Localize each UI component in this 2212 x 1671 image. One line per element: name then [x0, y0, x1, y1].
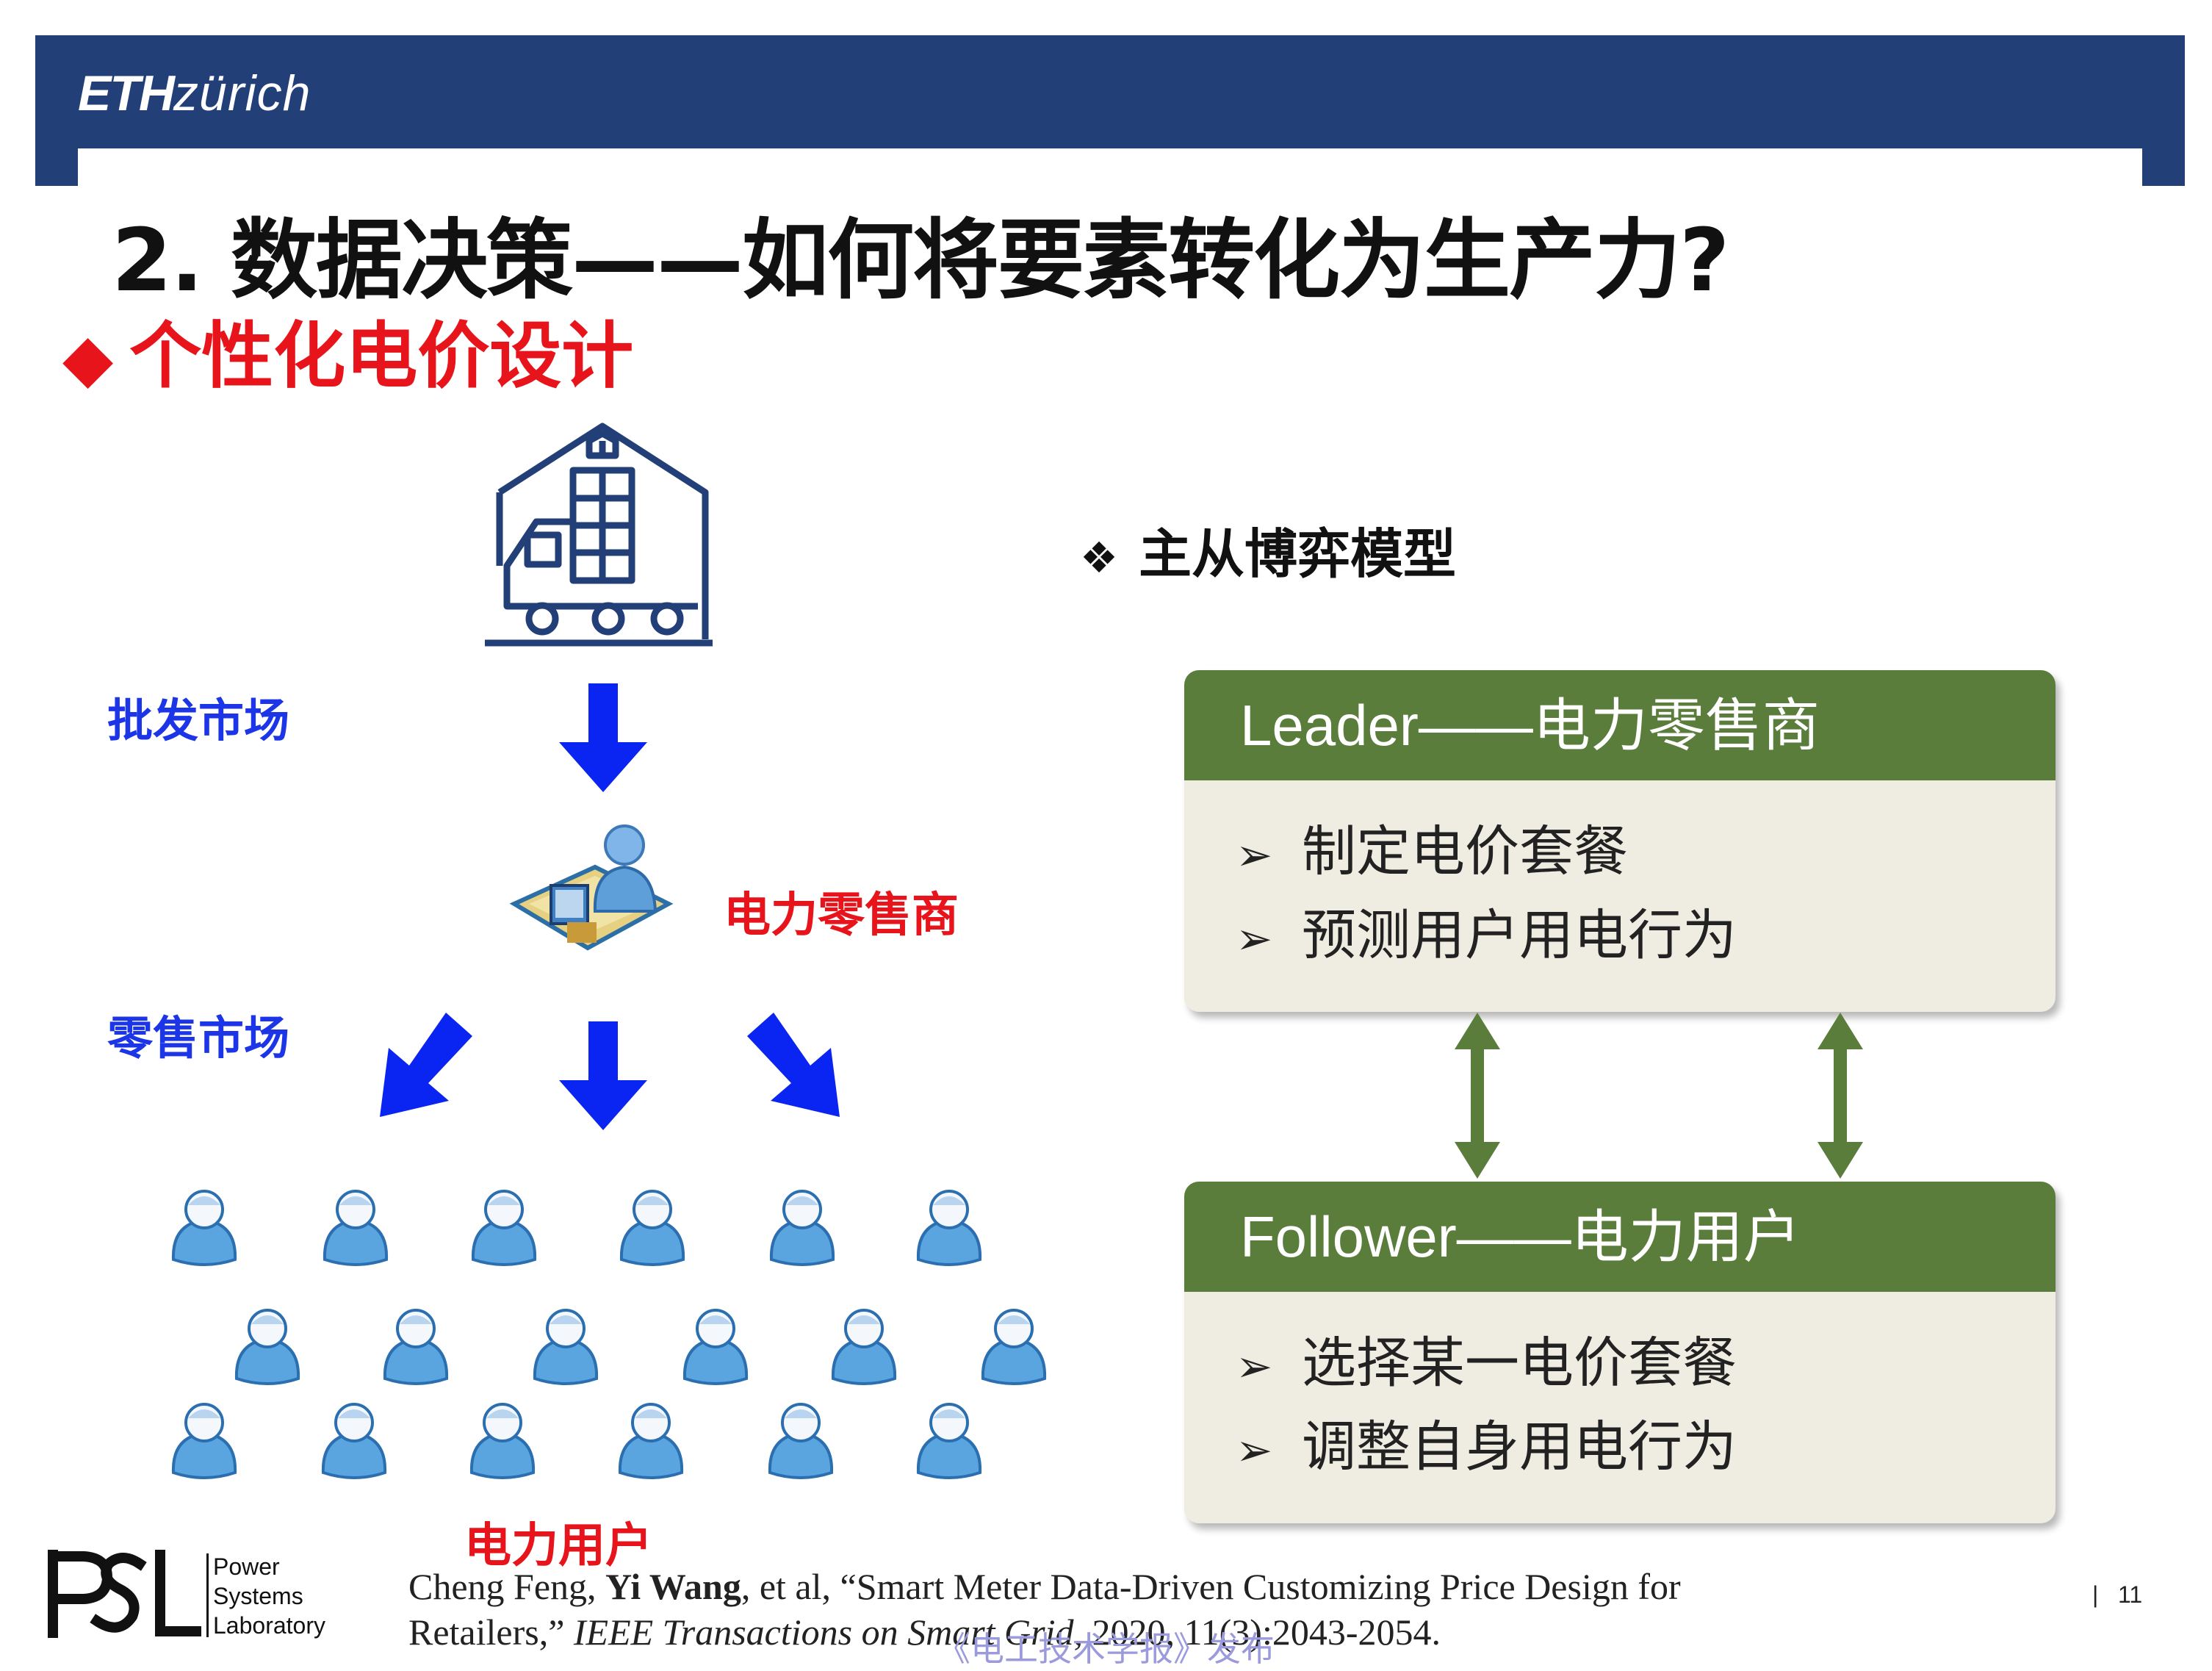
user-person-icon — [619, 1190, 685, 1266]
lab-name: Power Systems Laboratory — [213, 1553, 325, 1639]
retailer-label: 电力零售商 — [724, 888, 959, 943]
arrow-down-icon — [559, 1021, 647, 1130]
wholesale-market-label: 批发市场 — [107, 694, 290, 747]
list-item: ➢预测用户用电行为 — [1236, 894, 2056, 977]
retail-market-label: 零售市场 — [107, 1011, 290, 1065]
user-person-icon — [234, 1309, 300, 1385]
arrow-bullet-icon: ➢ — [1236, 913, 1273, 965]
eth-zurich-logo: ETHzürich — [78, 65, 311, 121]
list-item: ➢选择某一电价套餐 — [1236, 1321, 2056, 1405]
user-row-3 — [171, 1403, 982, 1479]
arrow-down-icon — [559, 683, 647, 792]
divider — [206, 1553, 209, 1637]
user-person-icon — [171, 1190, 237, 1266]
double-arrow-icon — [1455, 1013, 1500, 1179]
user-person-icon — [916, 1190, 982, 1266]
page-number: | 11 — [2092, 1581, 2143, 1608]
subtitle-text: 个性化电价设计 — [129, 315, 634, 398]
user-person-icon — [768, 1403, 834, 1479]
user-person-icon — [321, 1403, 387, 1479]
list-item: ➢调整自身用电行为 — [1236, 1405, 2056, 1489]
retailer-desk-icon — [509, 824, 674, 951]
user-row-2 — [234, 1309, 1047, 1385]
citation: Cheng Feng, Yi Wang, et al, “Smart Meter… — [408, 1566, 1681, 1653]
arrow-bullet-icon: ➢ — [1236, 1341, 1273, 1392]
model-title: ❖ 主从博弈模型 — [1080, 511, 1456, 588]
user-person-icon — [831, 1309, 897, 1385]
slide-subtitle: ◆个性化电价设计 — [62, 298, 633, 402]
follower-header: Follower——电力用户 — [1184, 1182, 2056, 1292]
user-person-icon — [769, 1190, 835, 1266]
users-label: 电力用户 — [464, 1519, 652, 1573]
list-item: ➢制定电价套餐 — [1236, 810, 2056, 894]
leader-header: Leader——电力零售商 — [1184, 670, 2056, 780]
psl-logo — [48, 1550, 201, 1638]
double-arrow-icon — [1817, 1013, 1863, 1179]
user-person-icon — [618, 1403, 684, 1479]
header-divider — [78, 148, 2142, 200]
user-person-icon — [471, 1190, 537, 1266]
model-title-text: 主从博弈模型 — [1139, 523, 1457, 585]
follower-box: Follower——电力用户 ➢选择某一电价套餐 ➢调整自身用电行为 — [1184, 1182, 2056, 1523]
arrow-bullet-icon: ➢ — [1236, 830, 1273, 881]
diamond-bullet-icon: ❖ — [1080, 533, 1118, 583]
user-person-icon — [323, 1190, 389, 1266]
arrow-bullet-icon: ➢ — [1236, 1425, 1273, 1476]
user-person-icon — [533, 1309, 599, 1385]
diamond-icon: ◆ — [62, 320, 114, 397]
leader-box: Leader——电力零售商 ➢制定电价套餐 ➢预测用户用电行为 — [1184, 670, 2056, 1012]
warehouse-truck-icon — [485, 423, 713, 647]
user-person-icon — [383, 1309, 449, 1385]
user-person-icon — [981, 1309, 1047, 1385]
user-person-icon — [469, 1403, 536, 1479]
user-row-1 — [171, 1190, 982, 1266]
user-person-icon — [682, 1309, 749, 1385]
user-person-icon — [171, 1403, 237, 1479]
watermark: 《电工技术学报》发布 — [937, 1629, 1275, 1669]
user-person-icon — [916, 1403, 982, 1479]
slide-title: 2. 数据决策——如何将要素转化为生产力? — [112, 209, 1729, 311]
arrow-down-left-icon — [380, 1013, 472, 1117]
users-crowd — [171, 1190, 1047, 1479]
arrow-down-right-icon — [747, 1013, 840, 1117]
